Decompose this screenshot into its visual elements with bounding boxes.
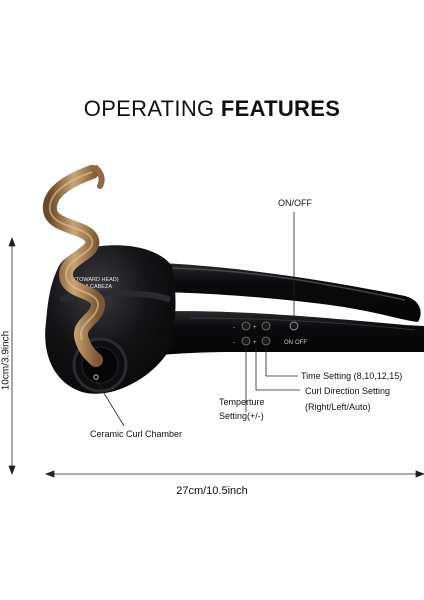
width-dimension [44, 470, 424, 478]
leader-time [265, 348, 298, 377]
panel-plus-1: + [253, 325, 257, 331]
leader-chamber [95, 379, 125, 427]
panel-plus-2: + [253, 340, 257, 346]
lower-handle [150, 311, 424, 356]
chamber-label: Ceramic Curl Chamber [90, 429, 183, 439]
control-panel: - + - + ON OFF [233, 321, 307, 346]
leader-curl-direction [255, 348, 300, 391]
height-label: 10cm/3.9inch [0, 330, 12, 391]
panel-minus-2: - [233, 340, 235, 346]
on-off-label: ON/OFF [278, 198, 312, 208]
width-label: 27cm/10.5inch [176, 485, 248, 497]
title-part-1: OPERATING [83, 96, 221, 121]
upper-arm [120, 262, 421, 322]
curl-direction-label: Curl Direction Setting [305, 386, 391, 396]
panel-off-label: OFF [295, 340, 307, 346]
curl-direction-options: (Right/Left/Auto) [305, 402, 371, 412]
head-text-line-1: TIP (TOWARD HEAD) [64, 277, 119, 283]
title-part-2: FEATURES [220, 96, 341, 121]
time-setting-label: Time Setting (8,10,12,15) [301, 371, 403, 381]
page-title: OPERATING FEATURES [0, 96, 424, 122]
temperature-label-line-2: Setting(+/-) [219, 411, 264, 421]
panel-minus-1: - [233, 325, 235, 331]
temperature-label-line-1: Temperture [219, 397, 265, 407]
height-dimension [8, 236, 16, 476]
panel-on-label: ON [284, 340, 293, 346]
hair-curl [42, 165, 105, 367]
chamber-indicator-icon [93, 374, 99, 380]
